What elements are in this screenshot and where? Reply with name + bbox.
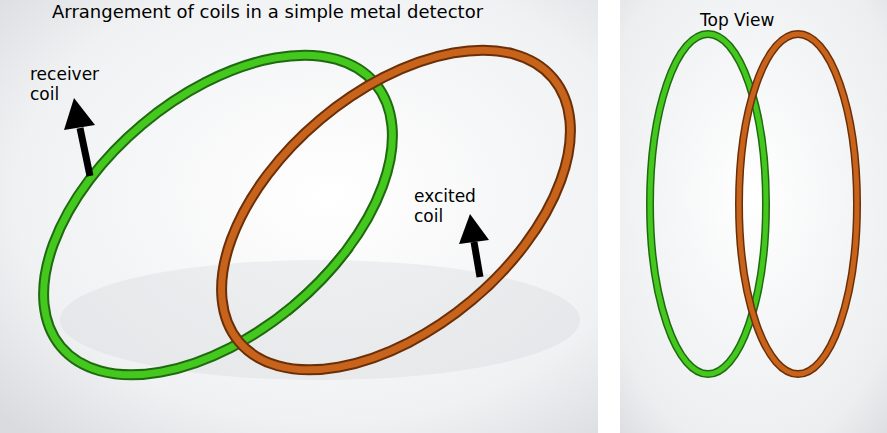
top-view-receiver-coil <box>650 34 766 374</box>
coil-label: receiver coil <box>30 64 110 105</box>
pointer-arrow <box>64 98 95 176</box>
view-label: Top View <box>700 10 840 30</box>
title: Arrangement of coils in a simple metal d… <box>52 1 592 23</box>
receiver-coil <box>0 0 451 433</box>
coil-label: excited coil <box>414 186 494 227</box>
receiver-coil-front <box>290 250 400 370</box>
top-view-excited-coil <box>739 34 857 374</box>
excited-coil <box>163 0 629 432</box>
pointer-arrow <box>459 214 489 277</box>
right-panel <box>620 0 887 433</box>
